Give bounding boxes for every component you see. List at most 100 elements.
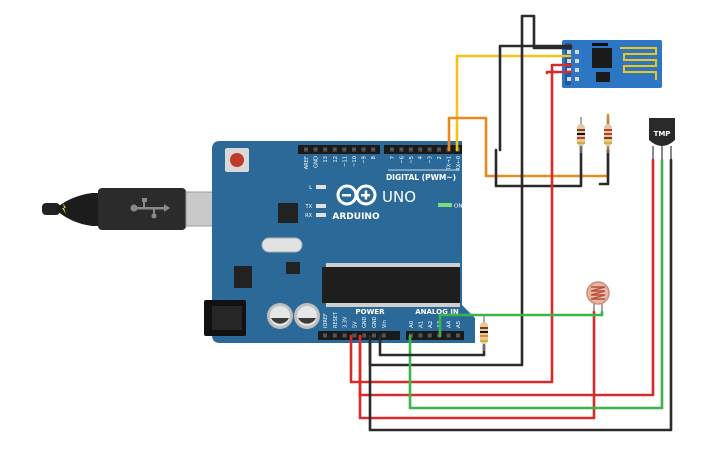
chip-pins-top xyxy=(326,263,460,267)
digital-pin-hole[interactable] xyxy=(332,147,337,152)
led-rx-label: RX xyxy=(305,213,312,219)
power-pin-hole[interactable] xyxy=(352,333,357,338)
chip-pins-bottom xyxy=(326,303,460,307)
resistor[interactable] xyxy=(577,117,585,153)
analog-pin-label: A4 xyxy=(447,320,453,328)
led-l xyxy=(316,185,326,189)
digital-pin-hole[interactable] xyxy=(371,147,376,152)
digital-pin-label: ~11 xyxy=(342,156,348,167)
led-on xyxy=(438,203,452,207)
usb-icon xyxy=(130,198,170,219)
power-pin-hole[interactable] xyxy=(323,333,327,338)
resistor[interactable] xyxy=(604,117,612,153)
wire-red-module-en[interactable] xyxy=(545,70,573,75)
digital-pin-label: TX→1 xyxy=(446,156,452,171)
wire-red-photoresistor[interactable] xyxy=(358,310,596,420)
analog-pin-hole[interactable] xyxy=(427,333,432,338)
digital-pin-label: AREF xyxy=(304,156,310,169)
temperature-sensor[interactable]: TMP xyxy=(649,118,675,160)
antenna-trace xyxy=(620,47,657,80)
digital-pin-hole[interactable] xyxy=(342,147,347,152)
digital-pin-hole[interactable] xyxy=(304,147,308,152)
capacitor xyxy=(294,303,320,329)
power-pin-hole[interactable] xyxy=(332,333,337,338)
digital-pin-hole[interactable] xyxy=(408,147,413,152)
analog-pin-label: A5 xyxy=(456,320,462,328)
digital-pin-hole[interactable] xyxy=(399,147,404,152)
digital-label: DIGITAL (PWM~) xyxy=(386,173,456,182)
digital-pin-label: ~5 xyxy=(409,156,415,164)
usb-cable-end xyxy=(42,203,60,215)
digital-pin-label: 12 xyxy=(333,156,339,163)
power-pin-hole[interactable] xyxy=(372,333,376,338)
crystal-oscillator xyxy=(261,237,303,253)
wifi-chip xyxy=(592,48,612,68)
digital-pin-label: ~3 xyxy=(428,156,434,164)
wire-red-module-33v[interactable] xyxy=(349,63,573,384)
power-pin-hole[interactable] xyxy=(381,333,386,338)
wifi-module[interactable] xyxy=(562,40,662,88)
arduino-logo xyxy=(336,184,377,206)
tmp-leg xyxy=(652,146,654,160)
analog-pin-label: A0 xyxy=(409,320,415,328)
photoresistor[interactable] xyxy=(586,281,610,312)
analog-pin-label: A1 xyxy=(418,321,424,328)
digital-pin-hole[interactable] xyxy=(418,147,423,152)
power-label: POWER xyxy=(356,308,386,316)
power-pin-hole[interactable] xyxy=(342,333,347,338)
power-pin-label: IOREF xyxy=(323,313,329,328)
led-rx xyxy=(316,213,326,217)
resistor[interactable] xyxy=(480,315,488,351)
digital-pin-label: 4 xyxy=(418,155,424,159)
digital-pin-label: 7 xyxy=(390,156,396,159)
wire-black-divider[interactable] xyxy=(494,140,583,188)
capacitor xyxy=(267,303,293,329)
wifi-module-led-strip xyxy=(592,43,608,46)
power-pin-label: 5V xyxy=(352,321,358,328)
wifi-flash-chip xyxy=(596,72,610,82)
digital-header-right[interactable] xyxy=(384,145,462,154)
arduino-wordmark: ARDUINO xyxy=(332,212,380,222)
digital-pin-label: 13 xyxy=(323,156,329,163)
analog-pin-label: A2 xyxy=(428,321,434,328)
digital-pin-hole[interactable] xyxy=(427,147,432,152)
wire-black-tmp[interactable] xyxy=(368,158,673,432)
analog-pin-hole[interactable] xyxy=(456,333,460,338)
power-pin-hole[interactable] xyxy=(362,333,367,338)
analog-header[interactable] xyxy=(406,331,464,340)
digital-pin-hole[interactable] xyxy=(313,147,318,152)
digital-pin-hole[interactable] xyxy=(323,147,328,152)
tmp-leg xyxy=(670,146,672,160)
power-pin-label: Vin xyxy=(382,320,388,328)
wire-green-tmp[interactable] xyxy=(408,158,664,410)
digital-pin-label: 2 xyxy=(437,156,443,159)
tmp-sensor-body xyxy=(649,118,675,146)
analog-pin-hole[interactable] xyxy=(418,333,423,338)
tmp-sensor-label: TMP xyxy=(654,130,671,138)
reset-button[interactable] xyxy=(230,153,244,167)
digital-pin-label: GND xyxy=(314,156,320,168)
analog-pin-hole[interactable] xyxy=(446,333,451,338)
voltage-regulator xyxy=(234,266,252,288)
digital-pin-hole[interactable] xyxy=(361,147,366,152)
power-pin-label: GND xyxy=(362,316,368,328)
digital-pin-hole[interactable] xyxy=(390,147,394,152)
small-chip xyxy=(286,262,300,274)
digital-pin-label: ~9 xyxy=(362,156,368,164)
wire-black-gnd-module[interactable] xyxy=(498,44,573,152)
power-pin-label: 3.3V xyxy=(343,316,349,328)
digital-pin-hole[interactable] xyxy=(437,147,441,152)
digital-header-left[interactable] xyxy=(298,145,380,154)
led-l-label: L xyxy=(309,185,312,191)
digital-pin-hole[interactable] xyxy=(352,147,356,152)
wire-black-divider-2[interactable] xyxy=(598,148,610,186)
usb-cable[interactable] xyxy=(42,188,237,230)
usb-strain-relief xyxy=(55,193,100,226)
led-tx-label: TX xyxy=(305,204,313,210)
digital-pin-label: 8 xyxy=(371,156,377,159)
wire-green-ldr[interactable] xyxy=(438,310,604,338)
lightning-icon xyxy=(62,203,66,214)
